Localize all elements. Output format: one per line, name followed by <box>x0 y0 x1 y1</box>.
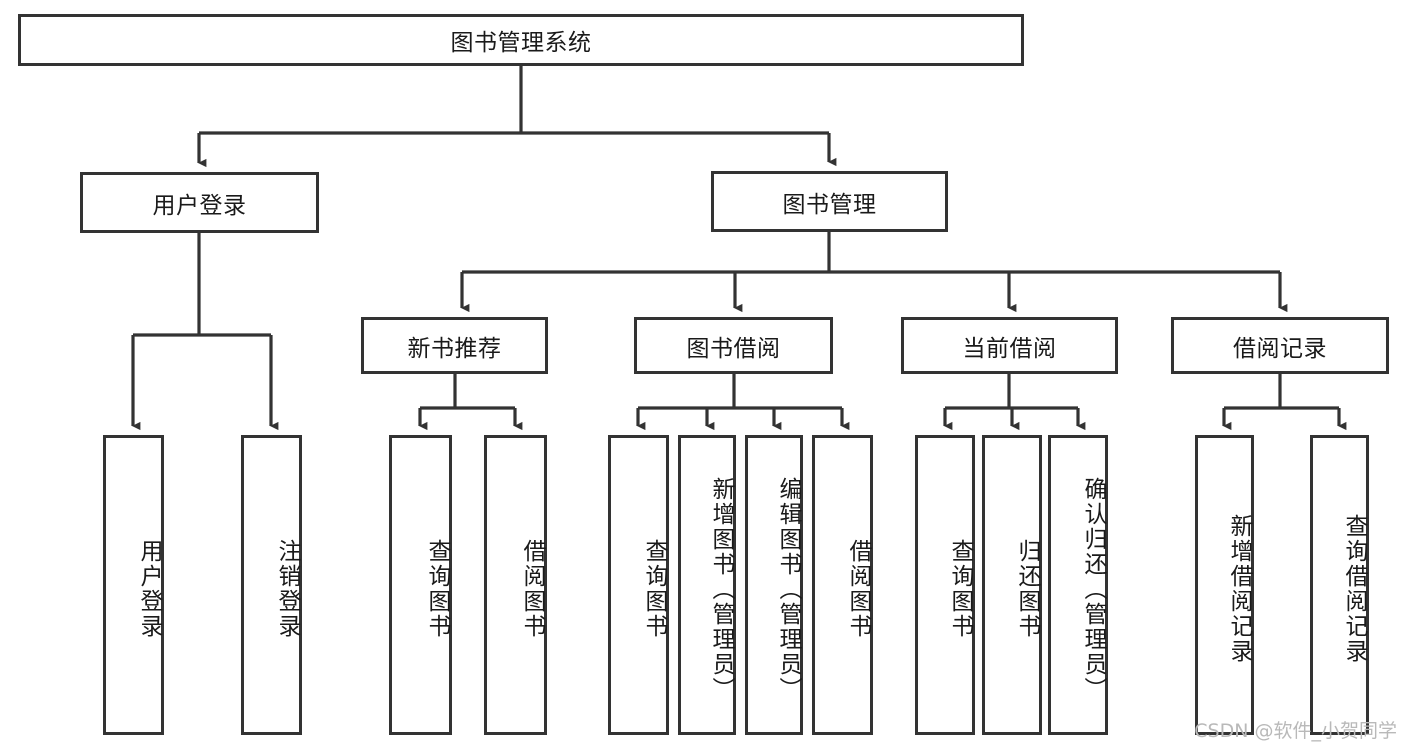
leaf-edit-book-label: 编辑图书（管理员） <box>775 476 801 702</box>
leaf-query-book-1[interactable]: 查询图书 <box>389 435 452 735</box>
node-new-book-recommend-label: 新书推荐 <box>407 335 502 362</box>
node-current-borrow-label: 当前借阅 <box>962 335 1057 362</box>
leaf-query-book-2[interactable]: 查询图书 <box>608 435 669 735</box>
leaf-logout-login[interactable]: 注销登录 <box>241 435 302 735</box>
leaf-confirm-return[interactable]: 确认归还（管理员） <box>1048 435 1108 735</box>
leaf-query-book-1-label: 查询图书 <box>424 539 450 639</box>
leaf-edit-book[interactable]: 编辑图书（管理员） <box>745 435 803 735</box>
leaf-add-book[interactable]: 新增图书（管理员） <box>678 435 736 735</box>
node-book-manage-label: 图书管理 <box>782 191 877 218</box>
node-new-book-recommend[interactable]: 新书推荐 <box>361 317 548 374</box>
watermark: CSDN @软件_小贺同学 <box>1194 720 1397 742</box>
leaf-add-book-label: 新增图书（管理员） <box>708 476 734 702</box>
leaf-borrow-book-2[interactable]: 借阅图书 <box>812 435 873 735</box>
node-book-manage[interactable]: 图书管理 <box>711 171 948 232</box>
leaf-query-record-label: 查询借阅记录 <box>1341 514 1367 664</box>
leaf-confirm-return-label: 确认归还（管理员） <box>1080 476 1106 702</box>
leaf-user-login-label: 用户登录 <box>136 539 162 639</box>
leaf-borrow-book-1[interactable]: 借阅图书 <box>484 435 547 735</box>
node-user-login[interactable]: 用户登录 <box>80 172 319 233</box>
node-borrow-record-label: 借阅记录 <box>1233 335 1327 362</box>
leaf-borrow-book-2-label: 借阅图书 <box>845 539 871 639</box>
leaf-return-book-label: 归还图书 <box>1014 539 1040 639</box>
leaf-add-record[interactable]: 新增借阅记录 <box>1195 435 1254 735</box>
node-root-label: 图书管理系统 <box>450 30 592 56</box>
node-user-login-label: 用户登录 <box>152 192 247 219</box>
leaf-query-record[interactable]: 查询借阅记录 <box>1310 435 1369 735</box>
node-borrow-record[interactable]: 借阅记录 <box>1171 317 1389 374</box>
leaf-query-book-2-label: 查询图书 <box>641 539 667 639</box>
leaf-borrow-book-1-label: 借阅图书 <box>519 539 545 639</box>
leaf-logout-login-label: 注销登录 <box>274 539 300 639</box>
node-root[interactable]: 图书管理系统 <box>18 14 1024 66</box>
leaf-add-record-label: 新增借阅记录 <box>1226 514 1252 664</box>
leaf-query-book-3-label: 查询图书 <box>947 539 973 639</box>
leaf-return-book[interactable]: 归还图书 <box>982 435 1042 735</box>
leaf-user-login[interactable]: 用户登录 <box>103 435 164 735</box>
node-current-borrow[interactable]: 当前借阅 <box>901 317 1118 374</box>
node-book-borrow[interactable]: 图书借阅 <box>634 317 833 374</box>
node-book-borrow-label: 图书借阅 <box>686 335 781 362</box>
leaf-query-book-3[interactable]: 查询图书 <box>915 435 975 735</box>
